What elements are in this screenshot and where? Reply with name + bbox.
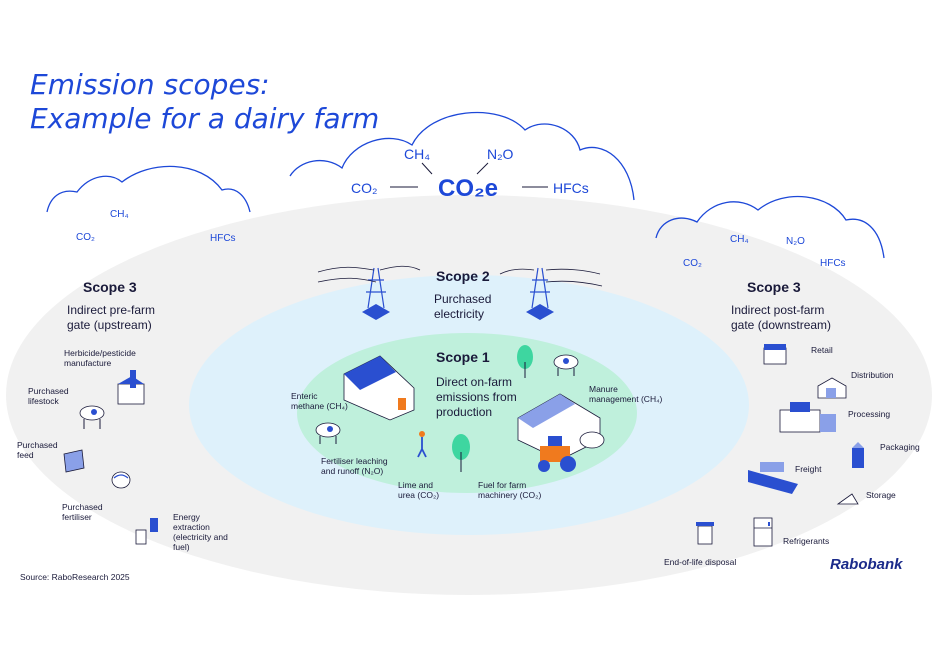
connector-ch4 — [421, 162, 433, 175]
label-purchased-fertiliser: Purchased fertiliser — [62, 502, 103, 522]
scope3-upstream-title: Scope 3 — [83, 279, 137, 295]
label-retail: Retail — [811, 345, 833, 355]
label-lime-urea: Lime and urea (CO₂) — [398, 480, 440, 500]
label-disposal: End-of-life disposal — [664, 557, 737, 567]
label-fuel: Fuel for farm machinery (CO₂) — [478, 480, 542, 500]
label-freight: Freight — [795, 464, 822, 474]
scope1-title: Scope 1 — [436, 349, 490, 365]
scope1-desc: Direct on-farm emissions from production — [436, 375, 517, 419]
electricity-pylon-right-icon — [499, 267, 603, 320]
title-line-2: Example for a dairy farm — [30, 102, 380, 135]
refrigerator-icon — [753, 517, 773, 547]
tree-icon-top — [517, 345, 533, 378]
label-distribution: Distribution — [851, 370, 894, 380]
label-packaging: Packaging — [880, 442, 920, 452]
gas-n2o-top: N₂O — [487, 146, 514, 162]
cheese-storage-icon — [836, 493, 859, 505]
energy-barrel-icon — [135, 518, 158, 545]
label-enteric: Enteric methane (CH₄) — [291, 391, 348, 411]
scope2-title: Scope 2 — [436, 268, 490, 284]
waste-bin-icon — [696, 522, 714, 545]
label-refrigerants: Refrigerants — [783, 536, 830, 546]
connector-n2o — [476, 162, 489, 175]
label-fertiliser-leaching: Fertiliser leaching and runoff (N₂O) — [321, 456, 388, 476]
rabobank-logo: Rabobank — [830, 556, 903, 573]
gas-hfcs-top: HFCs — [553, 180, 589, 196]
tractor-icon — [538, 431, 605, 472]
electricity-pylon-left-icon — [317, 265, 421, 320]
packaging-carton-icon — [852, 442, 864, 468]
gas-ch4-top: CH₄ — [404, 146, 430, 162]
fertiliser-bag-icon — [111, 471, 131, 489]
gas-ch4-right: CH₄ — [730, 234, 749, 245]
scope2-desc: Purchased electricity — [434, 292, 492, 321]
label-manure: Manure management (CH₄) — [589, 384, 663, 404]
cow-icon-scope1-bottom — [315, 422, 341, 444]
label-feed: Purchased feed — [17, 440, 58, 460]
distribution-warehouse-icon — [817, 377, 847, 399]
gas-co2-right: CO₂ — [683, 258, 702, 269]
title-line-1: Emission scopes: — [30, 68, 270, 101]
gas-n2o-right: N₂O — [786, 236, 805, 247]
gas-co2-left: CO₂ — [76, 232, 95, 243]
gas-ch4-left: CH₄ — [110, 209, 129, 220]
farmer-icon — [417, 431, 427, 458]
label-energy: Energy extraction (electricity and fuel) — [173, 512, 228, 552]
page-title: Emission scopes: Example for a dairy far… — [30, 68, 379, 136]
barn-icon — [343, 355, 415, 421]
cow-icon-livestock — [79, 405, 105, 429]
label-livestock: Purchased lifestock — [28, 386, 69, 406]
retail-store-icon — [763, 344, 787, 365]
freight-ship-icon — [748, 462, 798, 494]
tree-icon-bottom — [452, 434, 470, 472]
gas-co2e: CO₂e — [438, 175, 499, 202]
source-note: Source: RaboResearch 2025 — [20, 572, 130, 582]
left-cloud-outline — [46, 165, 251, 213]
scope3-downstream-title: Scope 3 — [747, 279, 801, 295]
right-cloud-outline — [655, 195, 885, 259]
gas-hfcs-right: HFCs — [820, 258, 846, 269]
cow-icon-scope1-top — [553, 354, 579, 376]
gas-co2-top: CO₂ — [351, 180, 378, 196]
manure-shed-icon — [517, 393, 601, 461]
label-storage: Storage — [866, 490, 896, 500]
label-processing: Processing — [848, 409, 891, 419]
feed-bag-icon — [63, 449, 85, 473]
factory-icon — [117, 370, 145, 405]
scope3-downstream-desc: Indirect post-farm gate (downstream) — [731, 303, 832, 332]
top-cloud-outline — [289, 111, 635, 201]
scope3-upstream-desc: Indirect pre-farm gate (upstream) — [67, 303, 156, 332]
processing-plant-icon — [779, 402, 836, 433]
gas-hfcs-left: HFCs — [210, 233, 236, 244]
label-herbicide: Herbicide/pesticide manufacture — [64, 348, 136, 368]
